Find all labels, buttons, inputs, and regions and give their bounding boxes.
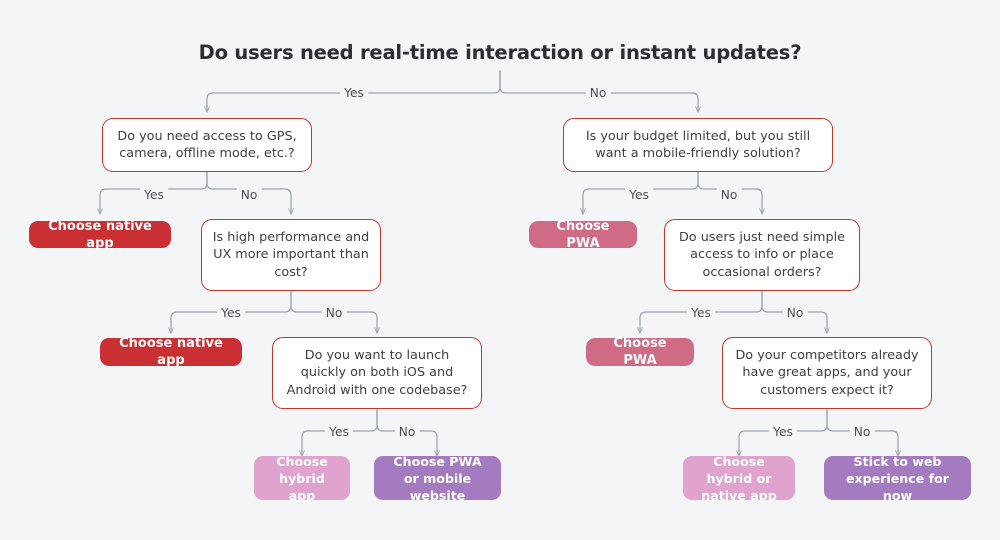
node-right-outcome-3b[interactable]: Stick to web experience for now — [824, 454, 971, 503]
node-root-yes-question[interactable]: Do you need access to GPS, camera, offli… — [102, 118, 312, 172]
node-right-question-2[interactable]: Do users just need simple access to info… — [664, 219, 860, 291]
node-root-no-question[interactable]: Is your budget limited, but you still wa… — [563, 118, 833, 172]
node-right-outcome-1[interactable]: Choose PWA — [529, 219, 637, 251]
edge-label-r1-yes: Yes — [625, 188, 653, 202]
edge-label-root-yes: Yes — [340, 86, 368, 100]
node-left-question-2[interactable]: Is high performance and UX more importan… — [201, 219, 381, 291]
edge-label-l2-yes: Yes — [217, 306, 245, 320]
edge-label-l1-yes: Yes — [140, 188, 168, 202]
node-left-outcome-3a[interactable]: Choose hybrid app — [254, 454, 350, 503]
edge-label-l2-no: No — [321, 306, 347, 320]
node-left-outcome-1[interactable]: Choose native app — [29, 219, 171, 251]
node-right-question-3[interactable]: Do your competitors already have great a… — [722, 337, 932, 409]
edge-label-l3-no: No — [394, 425, 420, 439]
edge-label-r2-yes: Yes — [687, 306, 715, 320]
node-right-outcome-3a[interactable]: Choose hybrid or native app — [683, 454, 795, 503]
edge-label-r1-no: No — [716, 188, 742, 202]
edge-label-l1-no: No — [236, 188, 262, 202]
edge-label-r2-no: No — [782, 306, 808, 320]
node-right-outcome-2[interactable]: Choose PWA — [586, 336, 694, 368]
node-left-outcome-2[interactable]: Choose native app — [100, 336, 242, 368]
node-left-outcome-3b[interactable]: Choose PWA or mobile website — [374, 454, 501, 503]
edge-label-r3-yes: Yes — [769, 425, 797, 439]
edge-label-root-no: No — [585, 86, 611, 100]
edge-label-l3-yes: Yes — [325, 425, 353, 439]
edge-label-r3-no: No — [849, 425, 875, 439]
node-left-question-3[interactable]: Do you want to launch quickly on both iO… — [272, 337, 482, 409]
page-title: Do users need real-time interaction or i… — [198, 41, 802, 64]
